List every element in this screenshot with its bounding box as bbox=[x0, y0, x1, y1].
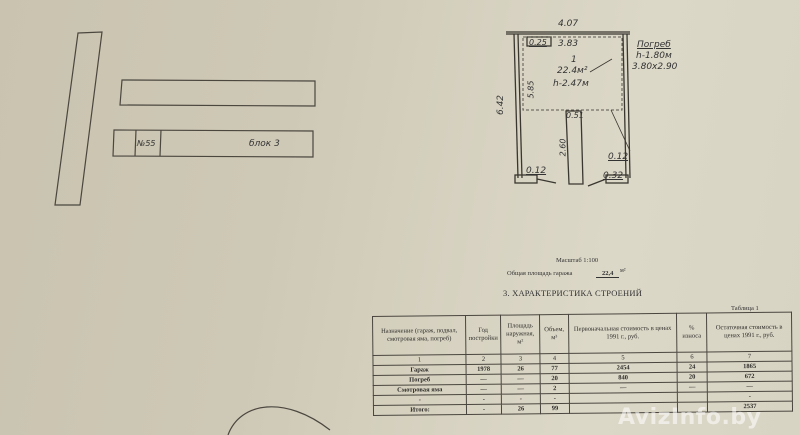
characteristics-table: Назначение (гараж, подвал, смотровая яма… bbox=[372, 312, 793, 416]
table-cell: 99 bbox=[540, 403, 570, 414]
room-height: h-2.47м bbox=[553, 79, 589, 89]
table-cell: 6 bbox=[676, 351, 707, 363]
dim-length-total: 6.42 bbox=[496, 94, 507, 116]
dim-pit-length: 2.60 bbox=[558, 138, 568, 157]
table-cell: 77 bbox=[540, 363, 570, 374]
table-cell: 1978 bbox=[466, 364, 502, 375]
dim-pit-width: 0.51 bbox=[566, 111, 584, 120]
table-cell: - bbox=[540, 393, 570, 404]
header-residual-cost: Остаточная стоимость в ценах 1991 г., ру… bbox=[706, 312, 792, 352]
site-plan-drawing bbox=[54, 31, 331, 435]
table-cell: - bbox=[466, 394, 502, 405]
table-cell: - bbox=[501, 393, 541, 405]
room-area: 22.4м² bbox=[557, 66, 588, 76]
dim-inner-length: 5.85 bbox=[526, 80, 536, 99]
table-cell: Итого: bbox=[373, 404, 467, 416]
dim-wall-right: 0.12 bbox=[608, 152, 629, 162]
table-caption: Таблица 1 bbox=[731, 305, 759, 312]
table-cell: — bbox=[466, 384, 502, 395]
table-cell: 26 bbox=[501, 403, 541, 415]
table-cell: 3 bbox=[500, 353, 541, 365]
dim-inner-width: 3.83 bbox=[558, 39, 579, 49]
dim-width-total: 4.07 bbox=[558, 19, 579, 29]
garage-number-label: №55 bbox=[137, 139, 156, 148]
header-volume: Объем, м³ bbox=[539, 314, 569, 354]
table-cell: — bbox=[677, 381, 708, 393]
header-area: Площадь наружная, м² bbox=[500, 314, 540, 355]
header-wear: % износа bbox=[676, 312, 707, 353]
table-cell: — bbox=[466, 374, 502, 385]
dim-door-right: 0.32 bbox=[603, 171, 624, 181]
block-label: блок 3 bbox=[249, 139, 280, 149]
cellar-height: h-1.80м bbox=[636, 51, 672, 61]
table-cell: 26 bbox=[501, 363, 541, 375]
table-cell: 2 bbox=[540, 383, 570, 394]
table-cell: — bbox=[501, 383, 541, 395]
table-cell: 2 bbox=[465, 354, 502, 365]
area-label: Общая площадь гаража bbox=[507, 270, 573, 277]
left-page: №55 блок 3 bbox=[54, 31, 331, 435]
table-cell: 4 bbox=[539, 353, 570, 364]
table-cell: 20 bbox=[677, 371, 708, 383]
dim-wall-left: 0.12 bbox=[526, 166, 547, 176]
table-header-row: Назначение (гараж, подвал, смотровая яма… bbox=[372, 312, 792, 356]
table-cell: 20 bbox=[540, 373, 570, 384]
area-unit: м² bbox=[620, 268, 626, 274]
header-initial-cost: Первоначальная стоимость в ценах 1991 г.… bbox=[568, 313, 677, 354]
cellar-size: 3.80х2.90 bbox=[632, 62, 678, 72]
header-year: Год постройки bbox=[465, 315, 501, 355]
table-cell: — bbox=[501, 373, 541, 385]
area-value: 22,4 bbox=[596, 270, 620, 278]
cellar-label: Погреб bbox=[637, 40, 671, 50]
table-cell: - bbox=[466, 404, 502, 415]
table-cell bbox=[677, 391, 708, 403]
header-purpose: Назначение (гараж, подвал, смотровая яма… bbox=[372, 315, 466, 356]
table-cell: 24 bbox=[677, 361, 708, 373]
section-title: 3. ХАРАКТЕРИСТИКА СТРОЕНИЙ bbox=[503, 288, 643, 298]
scale-text: Масштаб 1:100 bbox=[556, 257, 599, 264]
watermark: AvizInfo.by bbox=[618, 405, 762, 430]
dim-inner-offset: 0.25 bbox=[529, 38, 547, 47]
room-number: 1 bbox=[571, 55, 577, 65]
